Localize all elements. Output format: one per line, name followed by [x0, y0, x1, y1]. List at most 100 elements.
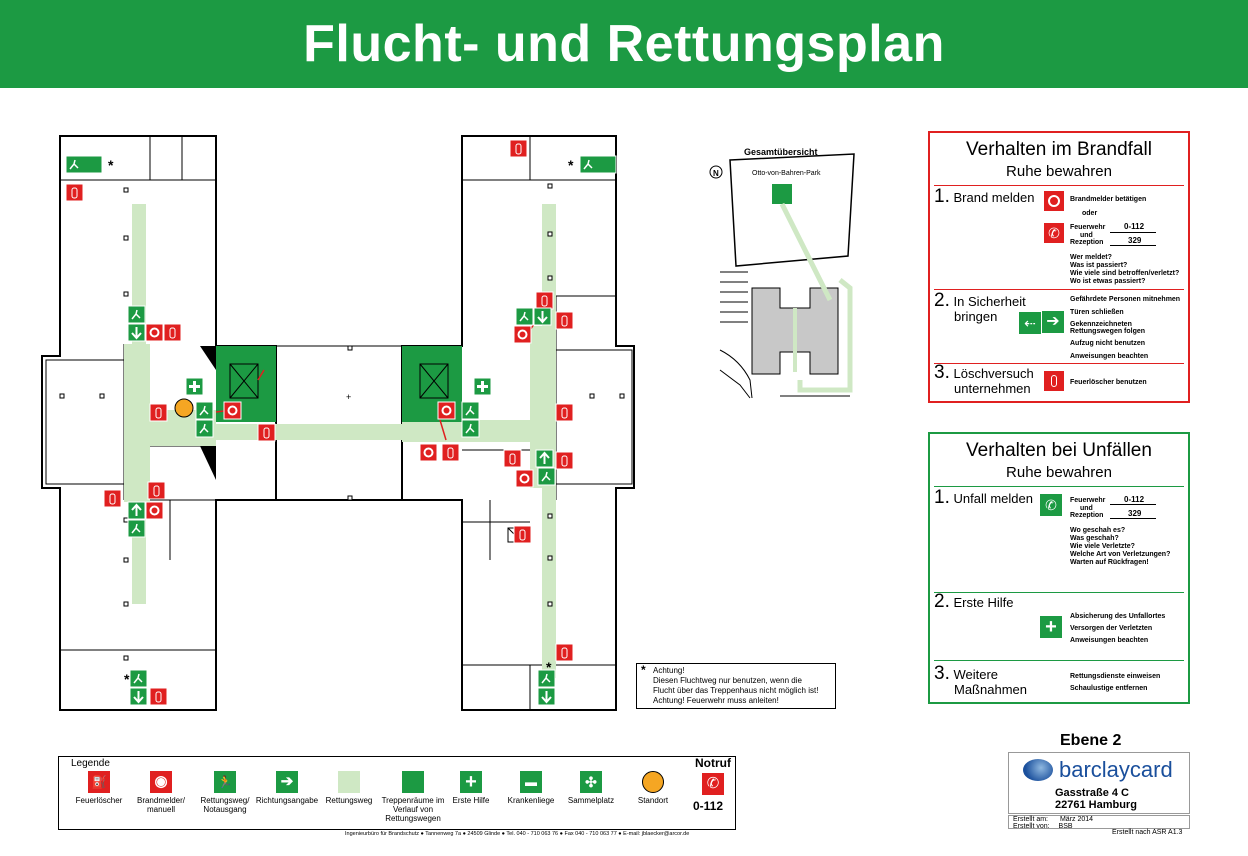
reception-number: 329: [1128, 236, 1142, 245]
standard-note: Erstellt nach ASR A1.3: [1112, 829, 1183, 836]
direction-arrow-icon: [129, 687, 148, 706]
direction-arrow-icon: ➔: [276, 771, 298, 793]
notruf-number: 0-112: [693, 799, 724, 813]
instruction: Anweisungen beachten: [1070, 637, 1149, 644]
note-line: Achtung! Feuerwehr muss anleiten!: [653, 696, 779, 705]
step-label: Unfall melden: [953, 491, 1033, 506]
elevator-right: [419, 363, 449, 399]
fire-step-3: 3. Löschversuch unternehmen: [934, 363, 1034, 396]
parking-lines: [719, 271, 850, 399]
step-label: unternehmen: [954, 381, 1031, 396]
notruf-title: Notruf: [695, 756, 731, 770]
route-middle: [216, 424, 402, 440]
legend-item: ◉ Brandmelder/ manuell: [129, 771, 193, 814]
step-label: Brand melden: [953, 190, 1035, 205]
fire-extinguisher-icon: [503, 449, 522, 468]
first-aid-icon: [473, 377, 492, 396]
instruction: Rettungswegen folgen: [1070, 328, 1146, 335]
accident-step-2: 2. Erste Hilfe: [934, 592, 1013, 611]
and-text: und: [1080, 505, 1093, 512]
route-right-bottom: [542, 488, 556, 678]
plan-symbols: [65, 139, 617, 706]
stair-wedge: [200, 446, 216, 480]
north-label: N: [713, 169, 719, 178]
fire-extinguisher-icon: [555, 311, 574, 330]
fire-step-2: 2. In Sicherheit bringen: [934, 291, 1026, 324]
elevator-cross: [419, 363, 449, 399]
brand-box: barclaycard Gasstraße 4 C 22761 Hamburg: [1008, 752, 1190, 814]
direction-arrow-icon: [533, 307, 552, 326]
fire-alarm-icon: ◉: [150, 771, 172, 793]
fire-extinguisher-icon: [555, 451, 574, 470]
accident-behavior-panel: Verhalten bei Unfällen Ruhe bewahren 1. …: [928, 432, 1190, 704]
legend-label: Brandmelder/ manuell: [136, 796, 186, 814]
note-star: *: [124, 671, 130, 687]
emergency-exit-icon: 🏃: [214, 771, 236, 793]
park-area: [729, 153, 855, 267]
emergency-exit-icon: [129, 669, 148, 688]
step-label: Weitere: [953, 667, 999, 682]
stairwell-swatch-icon: [402, 771, 424, 793]
first-aid-icon: [185, 377, 204, 396]
reception-label: Rezeption: [1070, 512, 1104, 519]
fire-extinguisher-icon: [65, 183, 84, 202]
legend-item: ➔Richtungsangabe: [255, 771, 319, 805]
meta-label: Erstellt von:: [1013, 823, 1050, 830]
direction-arrow-icon: [535, 449, 554, 468]
legend-item: Rettungsweg: [317, 771, 381, 805]
note-star: *: [641, 663, 646, 677]
note-line: Achtung!: [653, 666, 685, 675]
legend: Legende Notruf ⛽Feuerlöscher◉Brandmelder…: [58, 756, 736, 830]
fire-dept-label: Feuerwehr: [1070, 224, 1106, 231]
first-aid-icon: +: [460, 771, 482, 793]
divider: [934, 660, 1184, 661]
emergency-exit-icon: [537, 669, 556, 688]
reception-number: 329: [1128, 509, 1142, 518]
instruction: Gekennzeichneten: [1070, 321, 1132, 328]
fire-extinguisher-icon: [555, 643, 574, 662]
reception-label: Rezeption: [1070, 239, 1104, 246]
emergency-exit-icon: [127, 519, 146, 538]
fire-alarm-icon: [419, 443, 438, 462]
accident-panel-title: Verhalten bei Unfällen: [966, 440, 1152, 461]
instruction: Gefährdete Personen mitnehmen: [1070, 296, 1181, 303]
elevator-left: [229, 363, 259, 399]
legend-item: 🏃Rettungsweg/ Notausgang: [193, 771, 257, 814]
divider: [934, 363, 1184, 364]
step-number: 1.: [934, 186, 950, 207]
question: Wie viele sind betroffen/verletzt?: [1070, 270, 1180, 277]
legend-label: Krankenliege: [507, 796, 555, 805]
direction-arrow-icon: [537, 687, 556, 706]
meta-label: Erstellt am:: [1013, 816, 1049, 823]
note-star: *: [546, 659, 552, 675]
fire-extinguisher-icon: [513, 525, 532, 544]
address-line: 22761 Hamburg: [1055, 799, 1137, 811]
instruction: Türen schließen: [1070, 309, 1124, 316]
emergency-exit-icon: [461, 419, 480, 438]
meta-value: BSB: [1058, 823, 1073, 830]
legend-label: Rettungsweg: [325, 796, 373, 805]
question: Was ist passiert?: [1070, 262, 1128, 269]
fire-step-1: 1. Brand melden: [934, 186, 1035, 207]
instruction: Versorgen der Verletzten: [1070, 625, 1153, 632]
divider: [934, 486, 1184, 487]
emergency-exit-icon: ⇠: [1018, 311, 1042, 335]
note-star: *: [108, 157, 114, 173]
emergency-exit-icon: [515, 307, 534, 326]
plan-marker: +: [346, 392, 351, 402]
standort-marker: [174, 398, 194, 418]
legend-label: Sammelplatz: [567, 796, 615, 805]
plan-stars: * * * *: [108, 157, 574, 687]
emergency-exit-icon: [579, 155, 617, 174]
accident-step-3: 3. Weitere Maßnahmen: [934, 664, 1027, 697]
page-title: Flucht- und Rettungsplan: [303, 15, 945, 73]
brand-name: barclaycard: [1059, 757, 1173, 782]
note-line: Flucht über das Treppenhaus nicht möglic…: [653, 686, 819, 695]
first-aid-icon: +: [1040, 616, 1062, 638]
emergency-exit-icon: [537, 467, 556, 486]
assembly-point-icon: ✣: [580, 771, 602, 793]
step-label: Löschversuch: [953, 366, 1034, 381]
instruction: Anweisungen beachten: [1070, 353, 1149, 360]
legend-item: ▬Krankenliege: [499, 771, 563, 805]
fire-extinguisher-icon: [535, 291, 554, 310]
